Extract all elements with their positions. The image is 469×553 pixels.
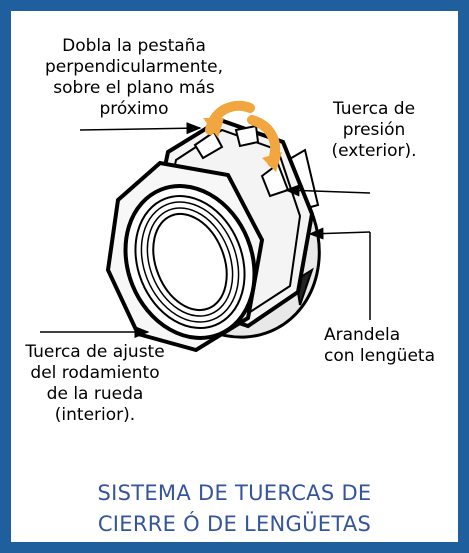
- label-line: perpendicularmente,: [44, 57, 224, 77]
- label-line: próximo: [99, 99, 169, 119]
- label-line: presión: [342, 120, 406, 140]
- label-line: del rodamiento: [30, 363, 160, 383]
- adjust-nut: [105, 160, 265, 353]
- label-lock-nut: Tuerca de presión (exterior).: [316, 99, 432, 162]
- fold-direction-arrows: [203, 100, 282, 172]
- label-line: con lengüeta: [324, 346, 435, 366]
- caption-line: SISTEMA DE TUERCAS DE: [97, 481, 372, 505]
- label-line: Tuerca de ajuste: [25, 342, 165, 362]
- label-line: Tuerca de: [332, 99, 416, 119]
- figure-caption: SISTEMA DE TUERCAS DE CIERRE Ó DE LENGÜE…: [11, 478, 458, 540]
- leader-lock-nut: [284, 184, 371, 197]
- label-line: Arandela: [324, 325, 401, 345]
- label-adjust-nut: Tuerca de ajuste del rodamiento de la ru…: [20, 342, 170, 426]
- leader-tab-washer: [308, 227, 371, 240]
- label-tab-washer: Arandela con lengüeta: [324, 325, 454, 367]
- label-fold-tab: Dobla la pestaña perpendicularmente, sob…: [28, 36, 240, 120]
- label-line: de la rueda: [46, 384, 144, 404]
- label-line: sobre el plano más: [53, 78, 215, 98]
- leader-fold-tab: [79, 122, 202, 135]
- label-line: Dobla la pestaña: [62, 36, 206, 56]
- label-line: (interior).: [54, 405, 136, 425]
- label-line: (exterior).: [331, 141, 417, 161]
- caption-line: CIERRE Ó DE LENGÜETAS: [97, 512, 372, 536]
